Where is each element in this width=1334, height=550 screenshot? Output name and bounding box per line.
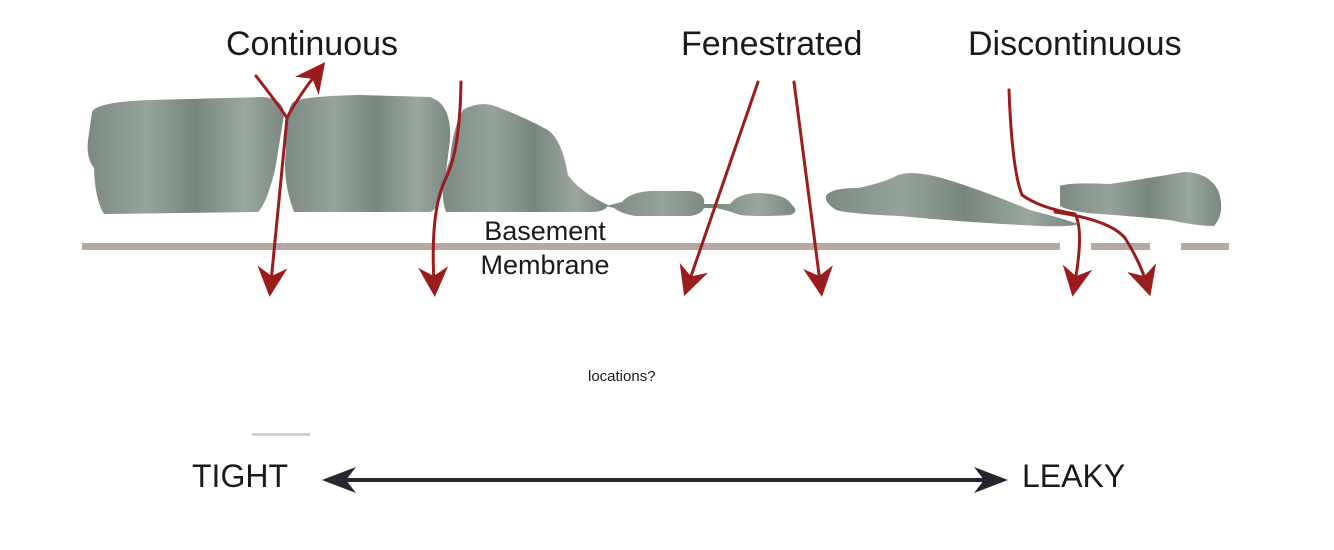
tight-leaky-arrow xyxy=(322,467,1008,493)
fenestrated-path-2 xyxy=(794,82,820,282)
continuous-cell-3 xyxy=(443,104,608,212)
fenestrated-heading: Fenestrated xyxy=(681,25,862,64)
fenestrated-path-1 xyxy=(689,82,758,282)
faded-text-fragment xyxy=(252,433,310,436)
discontinuous-cell-1 xyxy=(826,173,1078,226)
discontinuous-heading: Discontinuous xyxy=(968,25,1182,64)
basement-membrane-line2: Membrane xyxy=(470,248,620,282)
fenestrated-cell xyxy=(606,191,796,216)
basement-membrane-line xyxy=(82,243,1229,250)
caption-text: locations? xyxy=(588,368,656,385)
continuous-cell-1 xyxy=(88,97,284,214)
basement-membrane-line1: Basement xyxy=(470,214,620,248)
basement-membrane-label: Basement Membrane xyxy=(470,214,620,282)
tight-label: TIGHT xyxy=(192,458,288,495)
continuous-heading: Continuous xyxy=(226,25,398,64)
leaky-label: LEAKY xyxy=(1022,458,1125,495)
continuous-cell-2 xyxy=(285,95,450,212)
